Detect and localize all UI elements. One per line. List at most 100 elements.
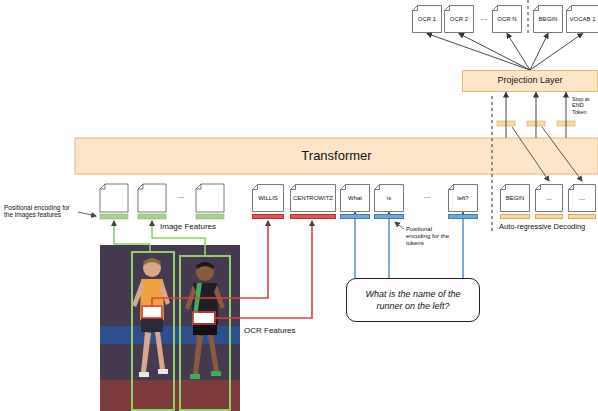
card-outline [375, 185, 404, 212]
token-card: ... [568, 184, 596, 212]
image-feature-cards-part [196, 184, 224, 212]
image-feature-cards-part [100, 184, 128, 212]
annotation-label: Auto-regressive Decoding [499, 223, 596, 232]
position-bar [374, 214, 404, 219]
annotation-label: Positional encoding for the images featu… [4, 204, 76, 219]
image-position-bars-part [196, 214, 224, 219]
node-label: ... [579, 194, 585, 202]
card-outline [569, 185, 596, 212]
card-outline [291, 185, 336, 212]
annotation-label: Stop at END Token [572, 96, 598, 115]
runner-photo-part [208, 335, 219, 372]
question-text: What is the name of the runner on the le… [355, 288, 471, 312]
connector-arrow [530, 34, 583, 71]
position-bar [535, 214, 563, 219]
card-outline [501, 185, 530, 212]
runner-photo-part [143, 258, 161, 265]
leader-line [395, 222, 404, 229]
node-label: What [348, 195, 362, 202]
runner-photo-part [193, 312, 215, 324]
annotation-label: ... [168, 191, 194, 200]
token-card: ... [535, 184, 563, 212]
connector-arrow [506, 93, 507, 139]
ocr-feature-lines [152, 221, 312, 318]
node-label: CENTROWITZ [293, 195, 333, 202]
runner-photo-part [141, 332, 151, 372]
node-label: OCR 2 [450, 16, 468, 23]
feedback-arrows-part [512, 127, 549, 181]
node-label: Transformer [301, 149, 371, 163]
node-label: BEGIN [506, 195, 525, 202]
feedback-arrows-part [542, 127, 582, 181]
card-outline [341, 185, 370, 212]
annotation-label: Image Features [160, 222, 230, 231]
card-outline [534, 6, 563, 33]
runner-photo-part [142, 306, 162, 318]
runner-photo-part [143, 307, 161, 317]
token-card: OCR N [492, 5, 522, 33]
ocr-feature-lines-part [215, 221, 312, 318]
ocr-feature-lines-part [152, 221, 268, 306]
connector-arrow [427, 34, 530, 71]
token-card: What [340, 184, 370, 212]
runner-photo-part [132, 252, 174, 410]
layer-box: Projection Layer [462, 70, 598, 92]
runner-photo-part [155, 332, 165, 370]
connector-arrow [388, 213, 389, 279]
image-feature-lines-part [114, 221, 150, 252]
node-label: OCR 1 [418, 16, 436, 23]
runner-photo-part [196, 263, 214, 281]
transformer-band: Transformer [75, 138, 598, 174]
token-card: CENTROWITZ [290, 184, 336, 212]
connector-arrow [566, 93, 567, 139]
runner-photo-part [160, 281, 170, 305]
runner-photo-part [100, 380, 240, 411]
feedback-arrows [512, 127, 582, 181]
position-bar [290, 214, 336, 219]
node-label: WILLIS [258, 195, 278, 202]
image-position-bars-part [138, 214, 166, 219]
runner-photo [100, 245, 240, 411]
question-box: What is the name of the runner on the le… [346, 278, 480, 322]
image-position-bars [100, 214, 224, 219]
image-feature-cards [100, 184, 224, 212]
card-outline [536, 185, 563, 212]
card-outline [253, 185, 284, 212]
position-bar [568, 214, 596, 219]
runner-photo-part [194, 313, 214, 323]
token-card: VOCAB 1 [566, 5, 598, 33]
token-card: OCR 2 [444, 5, 474, 33]
annotation-label: ... [476, 13, 492, 22]
runner-photo-part [132, 281, 144, 307]
image-feature-cards-part [138, 184, 166, 212]
token-card: WILLIS [252, 184, 284, 212]
node-label: Projection Layer [497, 76, 562, 86]
token-card: left? [448, 184, 478, 212]
connector-arrow [354, 213, 355, 279]
node-label: is [387, 195, 391, 202]
transformer-band [75, 138, 598, 174]
image-position-bars-part [100, 214, 128, 219]
runner-photo-part [180, 256, 230, 410]
token-card: is [374, 184, 404, 212]
runner-photo-part [196, 262, 214, 269]
position-bar [340, 214, 370, 219]
separator-line [492, 96, 493, 232]
token-card: BEGIN [533, 5, 563, 33]
runner-photo-part [141, 318, 163, 332]
runner-photo-part [190, 374, 200, 379]
annotation-label: OCR Features [244, 326, 314, 335]
runner-photo-part [100, 245, 240, 411]
runner-photo-part [193, 335, 203, 374]
card-outline [413, 6, 442, 33]
connector-arrow [530, 34, 548, 71]
card-outline [449, 185, 478, 212]
token-card: BEGIN [500, 184, 530, 212]
token-card: OCR 1 [412, 5, 442, 33]
position-bar [448, 214, 478, 219]
runner-photo-part [192, 283, 218, 324]
node-label: ... [546, 194, 552, 202]
position-bar [500, 214, 530, 219]
node-label: BEGIN [539, 16, 558, 23]
annotation-label: Positional encoding for the tokens [406, 226, 456, 247]
